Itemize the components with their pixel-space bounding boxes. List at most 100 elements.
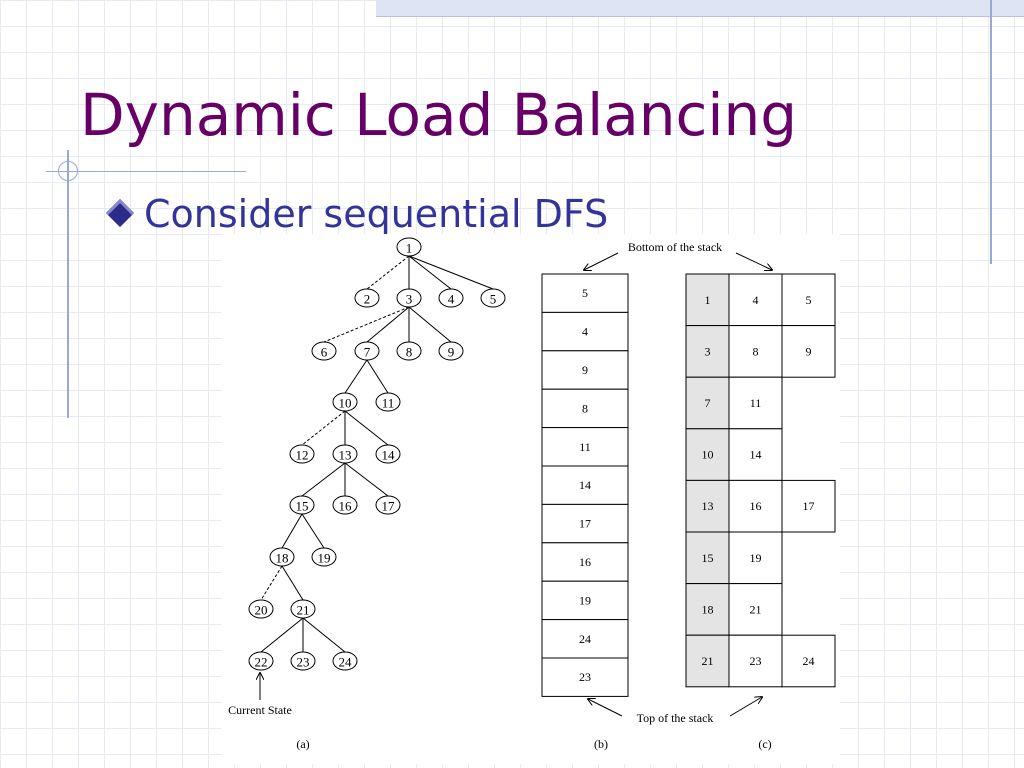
stack-b-cell-box bbox=[541, 427, 629, 467]
stack-c-cell-value: 10 bbox=[702, 448, 714, 462]
stack-c-cell: 23 bbox=[728, 634, 783, 688]
stack-b-cell: 23 bbox=[541, 657, 629, 697]
tree-node-label: 7 bbox=[364, 345, 371, 360]
tree-node-circle bbox=[375, 444, 401, 464]
right-accent-line bbox=[990, 0, 992, 264]
stack-c-cell-value: 24 bbox=[803, 654, 815, 668]
left-accent-line bbox=[67, 150, 69, 418]
stack-b-cell-value: 11 bbox=[579, 440, 591, 454]
tree-node: 5 bbox=[480, 288, 506, 308]
stack-c-cell: 16 bbox=[728, 479, 783, 533]
stack-c-cell: 8 bbox=[728, 325, 783, 378]
stack-b-cell-value: 16 bbox=[579, 555, 591, 569]
tree-edge bbox=[302, 617, 346, 653]
stack-b-cell: 17 bbox=[541, 503, 629, 544]
stack-b-cell-value: 19 bbox=[579, 593, 591, 607]
stack-c-cell: 9 bbox=[781, 325, 836, 378]
stack-c-cell: 3 bbox=[685, 325, 730, 378]
bullet-point: Consider sequential DFS bbox=[104, 192, 608, 236]
stack-b-cell-value: 4 bbox=[582, 325, 588, 339]
tree-node-label: 10 bbox=[339, 396, 352, 411]
stack-c-cell: 17 bbox=[781, 479, 836, 533]
stack-c-cell-box bbox=[728, 583, 783, 636]
stack-b-cell-value: 17 bbox=[579, 517, 591, 531]
stack-c-cell-box bbox=[728, 634, 783, 688]
stack-b-cell: 11 bbox=[541, 427, 629, 467]
top-arrow-right bbox=[729, 697, 762, 717]
tree-node-label: 23 bbox=[297, 655, 310, 670]
stack-c-cell-value: 1 bbox=[705, 293, 711, 307]
current-state-label: Current State bbox=[228, 703, 292, 717]
stack-c-cell-value: 13 bbox=[702, 499, 714, 513]
stack-c-cell-value: 17 bbox=[803, 499, 815, 513]
tree-node-label: 12 bbox=[296, 448, 309, 463]
tree-node-circle bbox=[248, 599, 274, 619]
tree-node-label: 1 bbox=[406, 241, 413, 256]
stack-c-cell-value: 21 bbox=[702, 654, 714, 668]
tree-node-circle bbox=[289, 444, 315, 464]
tree-edge bbox=[408, 255, 452, 290]
stack-c-cell-value: 4 bbox=[753, 293, 759, 307]
stack-c-cell-value: 8 bbox=[753, 344, 759, 358]
stack-c-cell-box bbox=[728, 428, 783, 481]
stack-b-cell: 19 bbox=[541, 580, 629, 621]
stack-c-cell-value: 21 bbox=[750, 602, 762, 616]
tree-edge bbox=[281, 513, 303, 549]
tree-node-circle bbox=[290, 599, 316, 619]
stack-b-cell-box bbox=[541, 503, 629, 544]
tree-node-label: 18 bbox=[276, 551, 289, 566]
figure-caption: (b) bbox=[594, 737, 608, 751]
stack-b-cell-box bbox=[541, 388, 629, 429]
tree-node: 1 bbox=[396, 237, 422, 257]
tree-edge-dashed bbox=[323, 306, 410, 343]
tree-edge bbox=[260, 617, 304, 653]
tree-node-circle bbox=[311, 341, 337, 361]
stack-b-cell-value: 14 bbox=[579, 478, 591, 492]
tree-node-circle bbox=[332, 444, 358, 464]
tree-edge bbox=[408, 255, 494, 290]
tree-node-circle bbox=[311, 547, 337, 567]
tree-node-label: 5 bbox=[490, 292, 497, 307]
stack-c-cell: 11 bbox=[728, 376, 783, 430]
bottom-arrow-right bbox=[735, 252, 772, 270]
stack-b-cell: 16 bbox=[541, 542, 629, 582]
stack-c-cell: 15 bbox=[685, 531, 730, 585]
tree-edge bbox=[344, 410, 389, 446]
tree-node-label: 21 bbox=[297, 603, 310, 618]
tree-node: 21 bbox=[290, 599, 316, 619]
tree-node: 15 bbox=[289, 495, 315, 515]
top-of-stack-label: Top of the stack bbox=[637, 711, 714, 725]
stack-b-cell: 24 bbox=[541, 619, 629, 659]
tree-node-circle bbox=[396, 237, 422, 257]
stack-c-cell-value: 11 bbox=[750, 396, 762, 410]
tree-node-label: 17 bbox=[382, 499, 396, 514]
stack-c-cell: 14 bbox=[728, 428, 783, 481]
header-decoration-bar bbox=[376, 0, 1024, 17]
tree-node: 24 bbox=[332, 651, 358, 671]
stack-c-cell-box bbox=[781, 634, 836, 688]
tree-node-circle bbox=[269, 547, 295, 567]
tree-node-circle bbox=[354, 288, 380, 308]
stack-c-cell: 21 bbox=[728, 583, 783, 636]
title-accent-circle bbox=[58, 161, 78, 181]
stack-c-cell-box bbox=[781, 325, 836, 378]
tree-node: 11 bbox=[375, 392, 401, 412]
slide-title: Dynamic Load Balancing bbox=[80, 81, 798, 149]
tree-node-circle bbox=[480, 288, 506, 308]
tree-node-label: 11 bbox=[382, 396, 395, 411]
stack-b-cell-value: 8 bbox=[582, 401, 588, 415]
stack-c-cell-box bbox=[781, 479, 836, 533]
tree-node-label: 3 bbox=[406, 292, 413, 307]
stack-c-cell-value: 23 bbox=[750, 654, 762, 668]
stack-c-cell-box bbox=[685, 479, 730, 533]
stack-c-cell: 13 bbox=[685, 479, 730, 533]
tree-node-label: 6 bbox=[321, 345, 328, 360]
stack-c-cell-box bbox=[728, 376, 783, 430]
tree-node-circle bbox=[375, 392, 401, 412]
stack-c-cell-value: 3 bbox=[705, 344, 711, 358]
tree-node-label: 16 bbox=[339, 499, 353, 514]
stack-c-cell-value: 16 bbox=[750, 499, 762, 513]
tree-node: 17 bbox=[375, 495, 401, 515]
tree-node: 6 bbox=[311, 341, 337, 361]
